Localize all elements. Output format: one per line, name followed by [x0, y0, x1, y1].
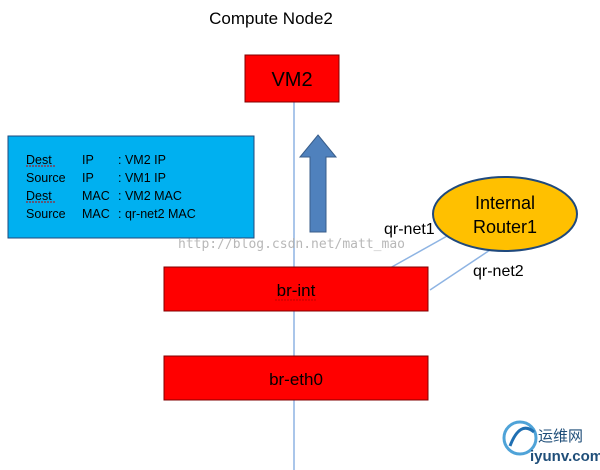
port-label-qr-net2: qr-net2	[473, 263, 524, 280]
site-logo: 运维网 iyunv.com	[502, 420, 600, 465]
header-row-value: : VM2 MAC	[118, 189, 182, 203]
vm2-node[interactable]: VM2	[244, 54, 340, 103]
br-int-bridge[interactable]: br-int	[163, 266, 429, 312]
header-row-field: Source	[26, 171, 66, 185]
port-label-qr-net1: qr-net1	[384, 221, 435, 238]
header-row-type: MAC	[82, 207, 110, 221]
router-label-line2: Router1	[473, 217, 537, 237]
header-row-value: : qr-net2 MAC	[118, 207, 196, 221]
header-row-field: Dest	[26, 153, 52, 167]
br-eth0-label: br-eth0	[269, 370, 323, 389]
header-row-value: : VM1 IP	[118, 171, 166, 185]
watermark: http://blog.csdn.net/matt_mao	[178, 237, 405, 252]
header-row-type: MAC	[82, 189, 110, 203]
br-int-label: br-int	[277, 281, 316, 300]
header-row-value: : VM2 IP	[118, 153, 166, 167]
br-eth0-bridge[interactable]: br-eth0	[163, 355, 429, 401]
header-row-type: IP	[82, 153, 94, 167]
header-row-field: Dest	[26, 189, 52, 203]
up-arrow-icon	[298, 134, 338, 233]
logo-cn: 运维网	[538, 428, 583, 445]
header-row-type: IP	[82, 171, 94, 185]
logo-en: iyunv.com	[530, 448, 600, 465]
vm2-label: VM2	[271, 69, 312, 91]
page-title: Compute Node2	[209, 9, 333, 28]
internal-router-node[interactable]: Internal Router1	[432, 176, 578, 252]
header-row-field: Source	[26, 207, 66, 221]
router-label-line1: Internal	[475, 193, 535, 213]
